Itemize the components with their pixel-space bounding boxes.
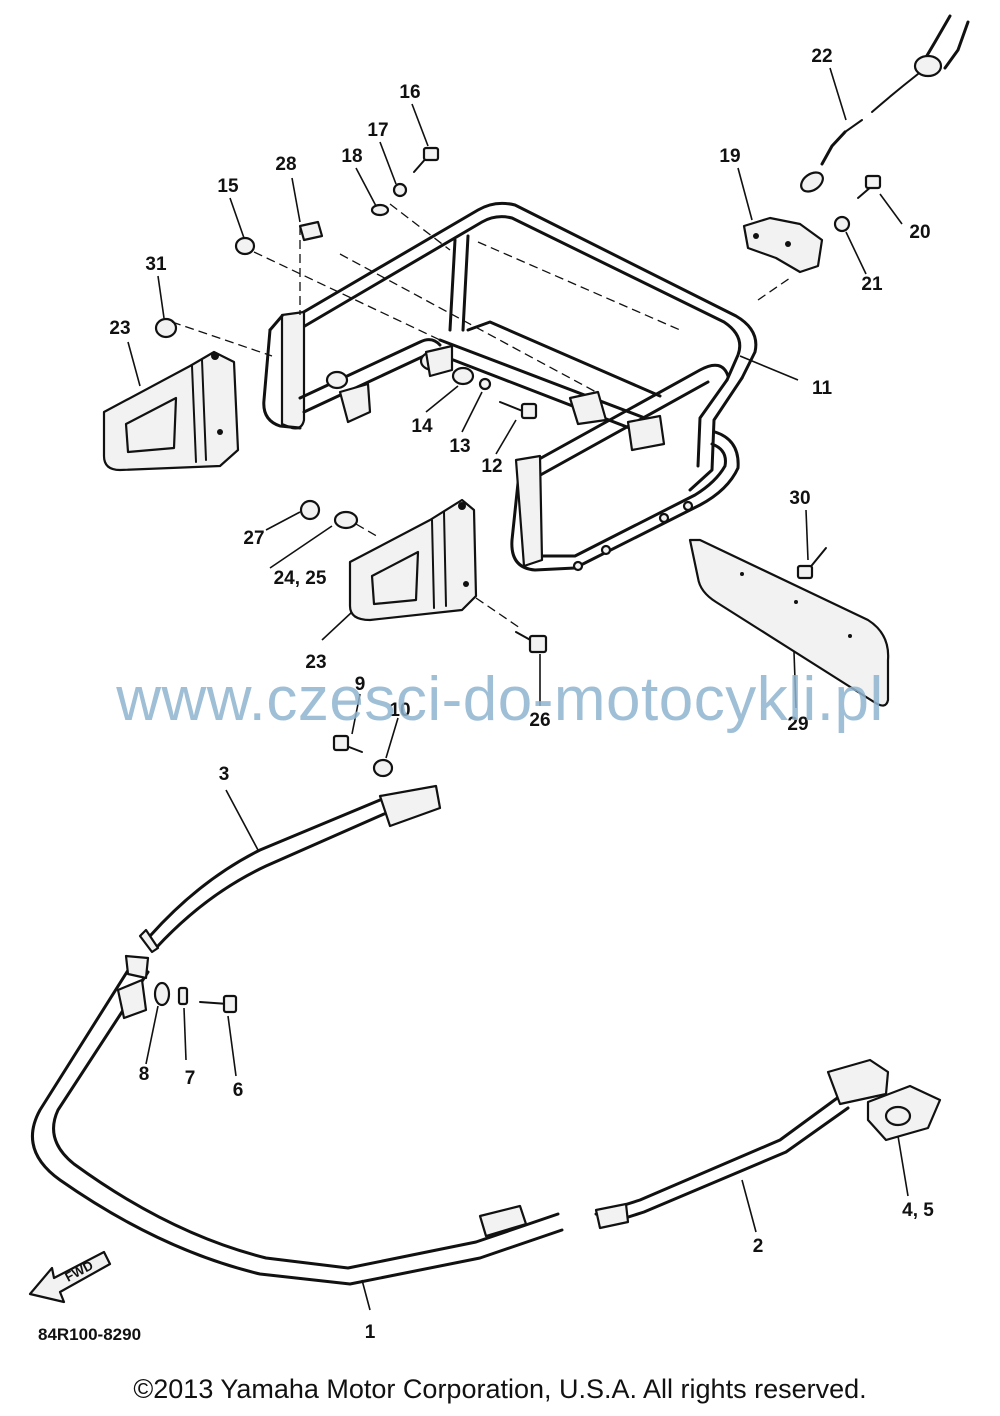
side-cover-upper <box>102 350 240 472</box>
callout-23-lower: 23 <box>305 652 326 673</box>
callout-21: 21 <box>861 274 883 295</box>
callout-16: 16 <box>399 82 420 103</box>
leader-lines <box>127 67 909 1311</box>
callout-labels: 1 2 3 4, 5 6 7 8 9 10 11 12 13 14 15 16 … <box>109 46 934 1343</box>
assembly-lines <box>171 203 791 629</box>
side-cover-lower <box>348 498 478 622</box>
fasteners <box>153 146 882 1014</box>
callout-13: 13 <box>449 436 470 457</box>
callout-31: 31 <box>145 254 167 275</box>
callout-7: 7 <box>185 1068 196 1089</box>
callout-30: 30 <box>789 488 810 509</box>
callout-10: 10 <box>389 700 410 721</box>
callout-3: 3 <box>219 764 230 785</box>
callout-22: 22 <box>811 46 832 67</box>
callout-12: 12 <box>481 456 502 477</box>
forward-arrow-icon: FWD <box>28 1250 112 1304</box>
callout-6: 6 <box>233 1080 244 1101</box>
callout-27: 27 <box>243 528 264 549</box>
callout-18: 18 <box>341 146 362 167</box>
cable-lever-part <box>800 14 970 193</box>
callout-4-5: 4, 5 <box>902 1200 934 1221</box>
callout-2: 2 <box>753 1236 764 1257</box>
callout-29: 29 <box>787 714 808 735</box>
callout-19: 19 <box>719 146 740 167</box>
callout-20: 20 <box>909 222 930 243</box>
tube-part-3 <box>138 784 442 954</box>
callout-9: 9 <box>355 674 366 695</box>
callout-11: 11 <box>812 378 833 399</box>
callout-1: 1 <box>365 1322 376 1343</box>
callout-28: 28 <box>275 154 296 175</box>
tube-part-1 <box>31 954 564 1286</box>
callout-24-25: 24, 25 <box>274 568 327 589</box>
callout-15: 15 <box>217 176 239 197</box>
latch-part-19 <box>742 216 824 274</box>
callout-23-upper: 23 <box>109 318 130 339</box>
plate-part-29 <box>688 538 890 707</box>
callout-26: 26 <box>529 710 550 731</box>
tube-part-2 <box>594 1058 942 1230</box>
rack-frame-part <box>262 201 758 572</box>
callout-14: 14 <box>411 416 433 437</box>
drawing-code: 84R100-8290 <box>38 1325 141 1344</box>
callout-8: 8 <box>139 1064 150 1085</box>
copyright-notice: ©2013 Yamaha Motor Corporation, U.S.A. A… <box>133 1374 867 1404</box>
callout-17: 17 <box>367 120 388 141</box>
